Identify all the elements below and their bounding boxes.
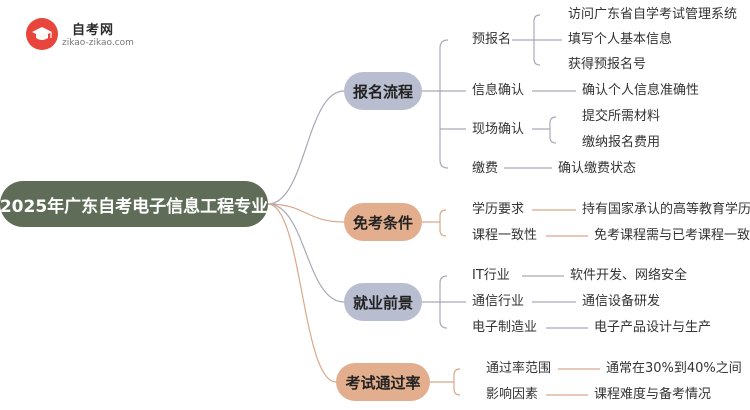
detail-telecom-rd: 通信设备研发 (582, 294, 661, 309)
detail-pay-fee: 缴纳报名费用 (582, 135, 661, 150)
branch-registration-process: 报名流程 (344, 72, 422, 110)
connector-root-branch (267, 203, 345, 223)
detail-submit-materials: 提交所需材料 (582, 109, 661, 124)
detail-education-degree: 持有国家承认的高等教育学历 (582, 202, 750, 217)
item-influencing-factors: 影响因素 (486, 387, 539, 402)
detail-fill-info: 填写个人基本信息 (568, 32, 673, 47)
connector-root-branch (267, 203, 337, 383)
connector-root-branch (267, 203, 345, 303)
connector-item-detail (549, 116, 557, 144)
detail-confirm-accuracy: 确认个人信息准确性 (582, 83, 700, 98)
logo-url: zikao-zikao.com (62, 38, 134, 48)
connector-branch-item (439, 39, 449, 169)
item-education-requirement: 学历要求 (472, 202, 525, 217)
item-electronics-manufacturing: 电子制造业 (472, 320, 538, 335)
root-node: 2025年广东自考电子信息工程专业 (0, 181, 268, 227)
connector-branch-item (453, 368, 461, 396)
site-logo[interactable]: 自考网 zikao-zikao.com (26, 16, 186, 56)
detail-confirm-payment: 确认缴费状态 (558, 161, 637, 176)
item-pre-registration: 预报名 (472, 32, 512, 47)
connector-branch-item (439, 209, 447, 237)
item-course-consistency: 课程一致性 (472, 228, 538, 243)
branch-career-prospects: 就业前景 (344, 283, 422, 321)
detail-product-design: 电子产品设计与生产 (594, 320, 712, 335)
detail-pass-rate-value: 通常在30%到40%之间 (606, 361, 742, 376)
branch-pass-rate: 考试通过率 (336, 363, 430, 401)
detail-course-match: 免考课程需与已考课程一致 (594, 228, 750, 243)
logo-title: 自考网 (72, 23, 115, 38)
branch-exemption-conditions: 免考条件 (344, 203, 422, 241)
graduation-cap-icon (26, 18, 58, 50)
detail-software-security: 软件开发、网络安全 (570, 268, 688, 283)
connector-root-branch (267, 90, 345, 205)
item-it-industry: IT行业 (472, 268, 510, 283)
item-onsite-confirm: 现场确认 (472, 122, 525, 137)
item-pass-rate-range: 通过率范围 (486, 361, 552, 376)
detail-difficulty-preparation: 课程难度与备考情况 (594, 387, 712, 402)
detail-get-number: 获得预报名号 (568, 57, 647, 72)
detail-visit-system: 访问广东省自学考试管理系统 (568, 7, 738, 22)
item-payment: 缴费 (472, 161, 499, 176)
item-info-confirm: 信息确认 (472, 83, 525, 98)
item-telecom-industry: 通信行业 (472, 294, 525, 309)
